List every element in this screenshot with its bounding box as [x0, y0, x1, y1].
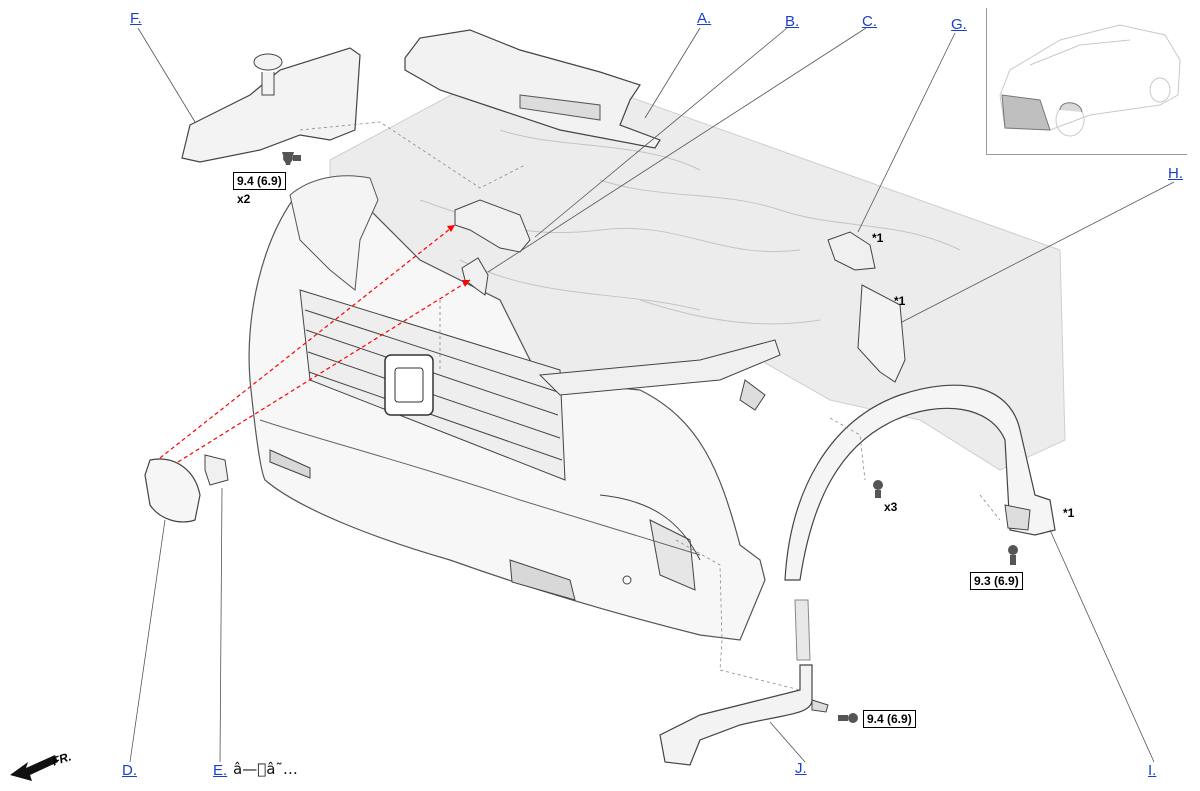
red-guide-lines — [159, 224, 471, 463]
callout-e-suffix: â— â˜… — [233, 760, 298, 778]
callout-g[interactable]: G. — [951, 16, 967, 33]
callout-j[interactable]: J. — [795, 760, 807, 777]
inset-vehicle-thumbnail — [999, 24, 1181, 137]
note-h: *1 — [894, 294, 906, 308]
quantity-fender-clips: x3 — [884, 500, 898, 514]
callout-i[interactable]: I. — [1148, 762, 1157, 779]
note-i: *1 — [1063, 506, 1075, 520]
part-e-bracket — [204, 454, 229, 486]
part-j-intake-tube — [659, 599, 829, 766]
part-d-tow-hook-cover — [144, 458, 201, 523]
red-arrowhead-c — [462, 280, 470, 287]
part-i-wheel-arch-molding — [784, 384, 1056, 581]
bolt-icons — [283, 153, 1018, 723]
red-arrowhead-b — [447, 225, 455, 232]
callout-c[interactable]: C. — [862, 13, 877, 30]
callout-f[interactable]: F. — [130, 10, 142, 27]
torque-spec-f: 9.4 (6.9) — [233, 172, 286, 190]
torque-spec-j: 9.4 (6.9) — [863, 710, 916, 728]
callout-d[interactable]: D. — [122, 762, 137, 779]
callout-a[interactable]: A. — [697, 10, 712, 27]
callout-h[interactable]: H. — [1168, 165, 1183, 182]
torque-spec-i: 9.3 (6.9) — [970, 572, 1023, 590]
quantity-f: x2 — [237, 192, 251, 206]
note-g: *1 — [872, 231, 884, 245]
part-h-splash-shield — [857, 284, 906, 383]
leader-lines — [129, 27, 1175, 763]
front-bumper-fascia — [248, 179, 781, 641]
part-g-bracket — [827, 231, 876, 271]
callout-e[interactable]: E. — [213, 762, 228, 779]
bumper-upper-frame — [289, 175, 379, 291]
part-f-intake-duct — [181, 47, 361, 165]
front-direction-arrow-icon — [10, 755, 58, 781]
callout-b[interactable]: B. — [785, 13, 800, 30]
dashed-guide-lines — [299, 121, 1001, 691]
part-b-bracket — [454, 199, 531, 253]
inset-frame — [986, 8, 1187, 155]
